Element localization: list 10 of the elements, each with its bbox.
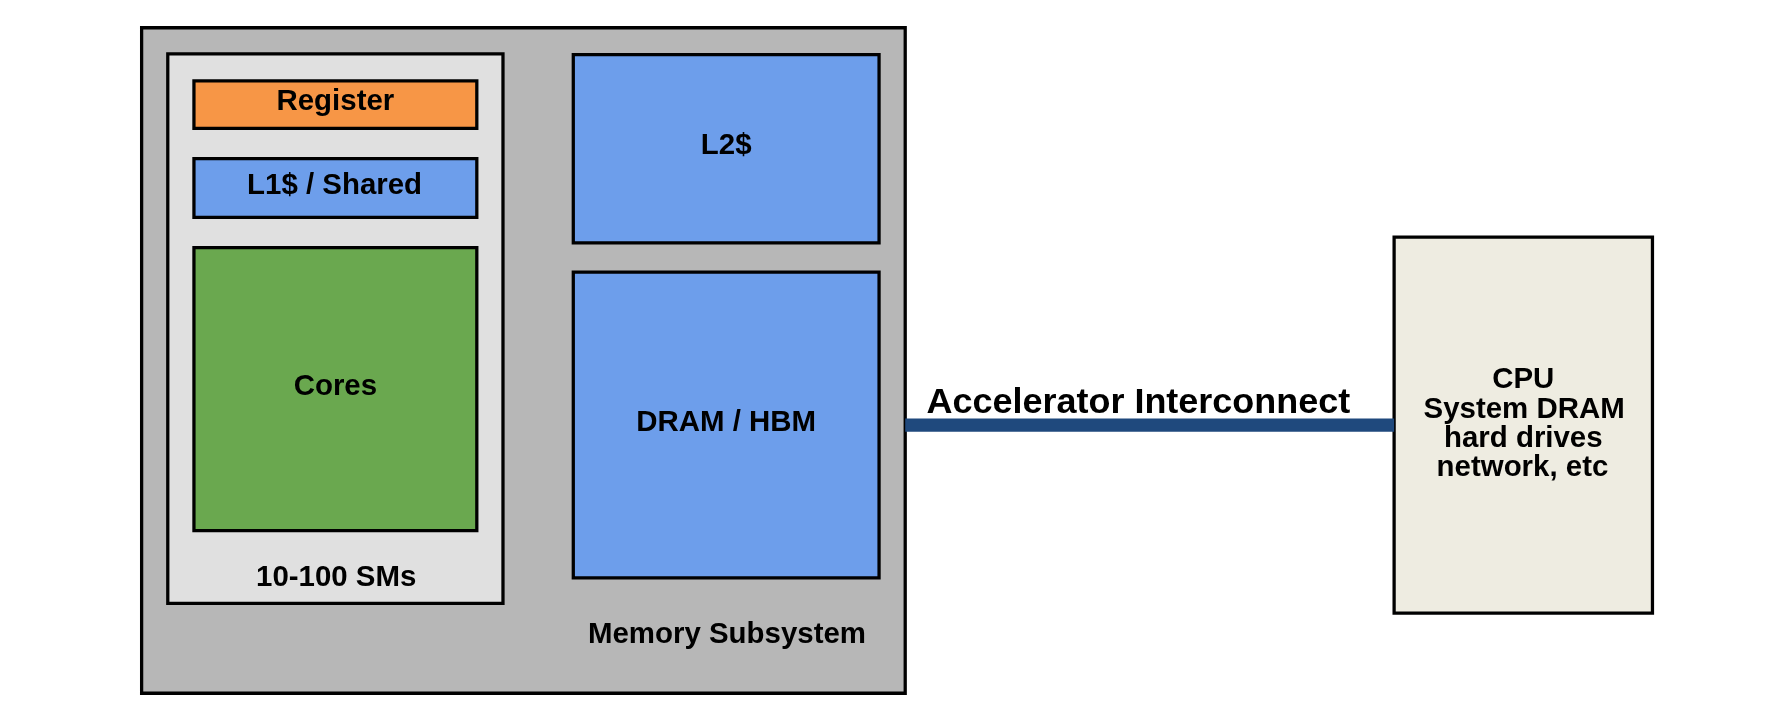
label: Memory Subsystem (588, 616, 866, 650)
edge-label: Accelerator Interconnect (926, 379, 1351, 421)
node-box: CPU System DRAM hard drives network, etc (1392, 235, 1655, 615)
node-box: L1$ / Shared (192, 156, 479, 220)
node-box: L2$ (571, 53, 881, 245)
node-box: Register (192, 79, 479, 130)
node-box: DRAM / HBM (571, 270, 881, 580)
node-box: Cores (192, 246, 479, 533)
cluster (140, 26, 907, 695)
connector (905, 418, 1395, 432)
